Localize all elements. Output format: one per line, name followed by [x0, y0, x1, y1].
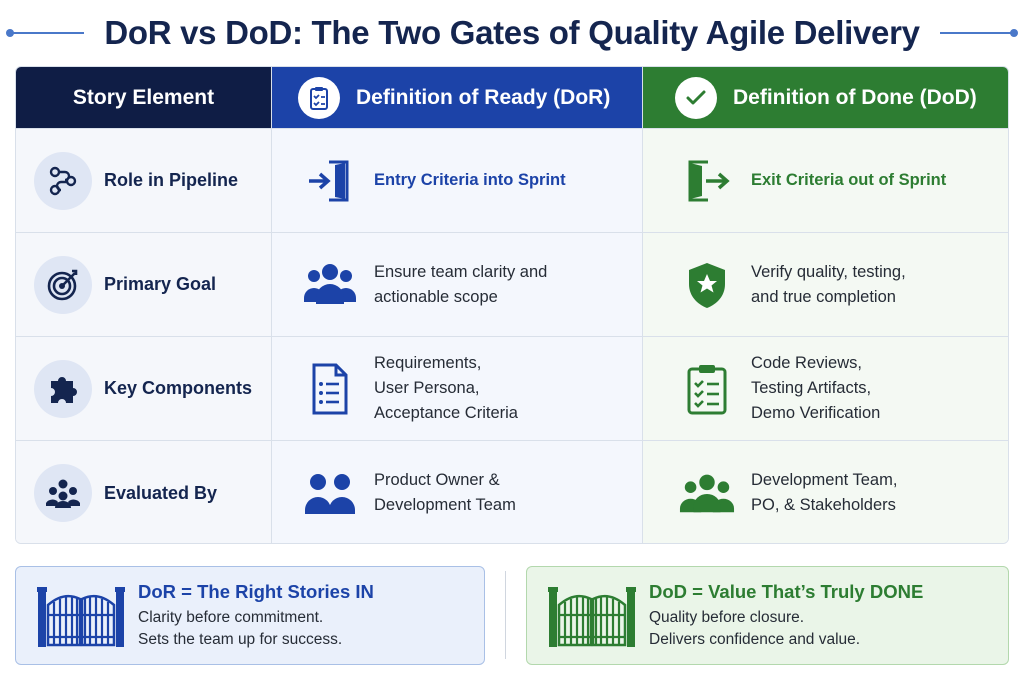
row-text: Development Team, PO, & Stakeholders [751, 471, 898, 514]
enter-door-icon [302, 153, 358, 209]
row-label: Key Components [104, 378, 253, 398]
pipeline-icon [34, 151, 92, 210]
row-text: Entry Criteria into Sprint [374, 171, 566, 189]
row-evaluated-dod: Development Team, PO, & Stakeholders [643, 441, 1008, 543]
title-decoration-left [6, 29, 85, 37]
summary-dor-line1: Clarity before commitment. [138, 608, 324, 626]
row-components-dod: Code Reviews, Testing Artifacts, Demo Ve… [643, 337, 1008, 441]
header-story-element-label: Story Element [72, 85, 215, 109]
row-evaluated-dor: Product Owner & Development Team [272, 441, 643, 543]
row-text: Verify quality, testing, and true comple… [751, 262, 906, 306]
row-text: Product Owner & Development Team [374, 471, 516, 514]
row-goal-element: Primary Goal [16, 233, 272, 337]
header-dor: Definition of Ready (DoR) [272, 67, 643, 129]
row-label: Role in Pipeline [104, 170, 239, 190]
row-label: Primary Goal [104, 274, 217, 294]
title-row: DoR vs DoD: The Two Gates of Quality Agi… [0, 0, 1024, 66]
summary-dod-line2: Delivers confidence and value. [649, 630, 861, 648]
puzzle-icon [34, 359, 92, 418]
summary-dod-text: DoD = Value That’s Truly DONE Quality be… [649, 581, 923, 651]
row-role-dod: Exit Criteria out of Sprint [643, 129, 1008, 233]
summary-dod-card: DoD = Value That’s Truly DONE Quality be… [526, 566, 1009, 665]
gate-icon [548, 586, 636, 647]
header-dor-label: Definition of Ready (DoR) [356, 85, 611, 109]
group-icon [34, 464, 92, 522]
checkmark-icon [675, 76, 717, 119]
title-decoration-right [939, 29, 1018, 37]
summary-dod-title: DoD = Value That’s Truly DONE [649, 580, 924, 602]
header-story-element: Story Element [16, 67, 272, 129]
row-text: Ensure team clarity and actionable scope [374, 262, 548, 306]
three-people-icon [679, 465, 735, 521]
row-components-element: Key Components [16, 337, 272, 441]
row-role-element: Role in Pipeline [16, 129, 272, 233]
header-dod: Definition of Done (DoD) [643, 67, 1008, 129]
row-text: Exit Criteria out of Sprint [751, 171, 947, 189]
summary-divider [505, 571, 506, 659]
clipboard-check-icon [679, 361, 735, 417]
summary-dod-line1: Quality before closure. [649, 608, 805, 626]
target-icon [34, 255, 92, 314]
row-goal-dod: Verify quality, testing, and true comple… [643, 233, 1008, 337]
summary-dor-line2: Sets the team up for success. [138, 630, 343, 648]
document-list-icon [302, 361, 358, 417]
row-text: Code Reviews, Testing Artifacts, Demo Ve… [751, 354, 881, 422]
row-text: Requirements, User Persona, Acceptance C… [374, 354, 518, 422]
comparison-table: Story Element Definition of Ready (DoR) … [15, 66, 1009, 544]
summary-dor-card: DoR = The Right Stories IN Clarity befor… [15, 566, 485, 665]
row-components-dor: Requirements, User Persona, Acceptance C… [272, 337, 643, 441]
clipboard-icon [298, 76, 340, 119]
summary-dor-text: DoR = The Right Stories IN Clarity befor… [138, 581, 374, 651]
two-people-icon [302, 465, 358, 521]
row-label: Evaluated By [104, 482, 218, 503]
row-role-dor: Entry Criteria into Sprint [272, 129, 643, 233]
exit-door-icon [679, 153, 735, 209]
shield-star-icon [679, 257, 735, 313]
gate-icon [37, 586, 125, 647]
team-icon [302, 257, 358, 313]
summary-dor-title: DoR = The Right Stories IN [138, 580, 374, 602]
header-dod-label: Definition of Done (DoD) [733, 85, 977, 109]
row-evaluated-element: Evaluated By [16, 441, 272, 543]
row-goal-dor: Ensure team clarity and actionable scope [272, 233, 643, 337]
page-title: DoR vs DoD: The Two Gates of Quality Agi… [104, 14, 920, 51]
